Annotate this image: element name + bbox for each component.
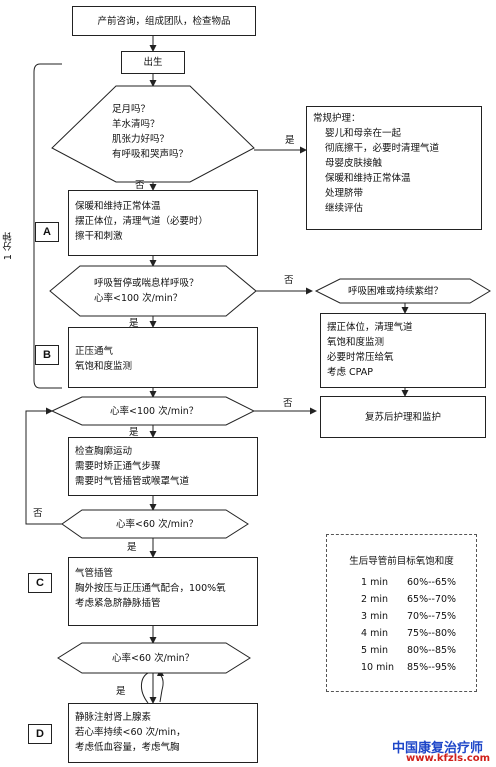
step-c-line: 考虑紧急脐静脉插管 — [75, 598, 161, 609]
step-a-line: 保暖和维持正常体温 — [75, 201, 161, 212]
step-d-line: 若心率持续<60 次/min， — [75, 727, 186, 738]
question5-shape — [57, 642, 251, 674]
spo2-range: 70%--75% — [407, 611, 457, 622]
question3-text: 心率<100 次/min？ — [110, 404, 198, 419]
step-c-line: 气管插管 — [75, 568, 114, 579]
right-action-line: 考虑 CPAP — [327, 367, 374, 378]
step-c-line: 胸外按压与正压通气配合，100%氧 — [75, 583, 226, 594]
question3-label: 心率<100 次/min？ — [110, 406, 199, 417]
check-line: 检查胸廓运动 — [75, 446, 133, 457]
q1-no-label: 否 — [135, 180, 145, 191]
spo2-time: 3 min — [361, 611, 388, 622]
step-letter-c: C — [28, 573, 52, 593]
q1-line: 肌张力好吗？ — [112, 134, 170, 145]
question4-text: 心率<60 次/min？ — [116, 517, 198, 532]
watermark-name: 中国康复治疗师 — [392, 741, 484, 756]
question2-text: 呼吸暂停或喘息样呼吸？ 心率<100 次/min？ — [94, 276, 199, 306]
routine-care-item: 继续评估 — [325, 203, 364, 214]
q4-yes-label: 是 — [127, 542, 137, 553]
q2-line: 心率<100 次/min？ — [94, 293, 183, 304]
step-b-box: 正压通气 氧饱和度监测 — [68, 327, 258, 388]
question-right-shape — [314, 278, 491, 304]
check-box: 检查胸廓运动 需要时矫正通气步骤 需要时气管插管或喉罩气道 — [68, 437, 258, 496]
spo2-range: 85%--95% — [407, 662, 457, 673]
routine-care-item: 彻底擦干，必要时清理气道 — [325, 143, 440, 154]
q4-no-label: 否 — [33, 508, 43, 519]
question-right-label: 呼吸困难或持续紫绀？ — [348, 286, 444, 297]
post-resus-box: 复苏后护理和监护 — [320, 396, 486, 438]
question2-shape — [49, 265, 257, 317]
spo2-row: 3 min 70%--75% — [327, 611, 476, 625]
spo2-row: 5 min 80%--85% — [327, 645, 476, 659]
step-d-line: 静脉注射肾上腺素 — [75, 712, 152, 723]
q2-yes-label: 是 — [129, 318, 139, 329]
step-a-box: 保暖和维持正常体温 摆正体位，清理气道（必要时） 擦干和刺激 — [68, 190, 258, 256]
one-minute-label: 1 分钟 — [3, 232, 14, 261]
step-letter-b: B — [35, 345, 59, 365]
spo2-range: 60%--65% — [407, 577, 457, 588]
q1-yes-label: 是 — [285, 135, 295, 146]
spo2-time: 1 min — [361, 577, 388, 588]
spo2-row: 4 min 75%--80% — [327, 628, 476, 642]
spo2-time: 5 min — [361, 645, 388, 656]
spo2-time: 2 min — [361, 594, 388, 605]
right-action-line: 必要时常压给氧 — [327, 352, 394, 363]
q3-no-label: 否 — [283, 398, 293, 409]
routine-care-box: 常规护理： 婴儿和母亲在一起 彻底擦干，必要时清理气道 母婴皮肤接触 保暖和维持… — [306, 106, 482, 230]
routine-care-item: 处理脐带 — [325, 188, 364, 199]
q3-yes-label: 是 — [129, 427, 139, 438]
step-a-line: 摆正体位，清理气道（必要时） — [75, 216, 209, 227]
spo2-range: 80%--85% — [407, 645, 457, 656]
question1-shape — [51, 85, 255, 183]
routine-care-title: 常规护理： — [313, 113, 361, 124]
q2-no-label: 否 — [284, 275, 294, 286]
spo2-range: 75%--80% — [407, 628, 457, 639]
spo2-table-title: 生后导管前目标氧饱和度 — [349, 556, 454, 567]
question1-text: 足月吗？ 羊水清吗？ 肌张力好吗？ 有呼吸和哭声吗？ — [112, 102, 188, 162]
q1-line: 羊水清吗？ — [112, 119, 160, 130]
loop-arrow — [141, 671, 164, 704]
post-resus-text: 复苏后护理和监护 — [364, 411, 441, 423]
step-b-line: 氧饱和度监测 — [75, 361, 133, 372]
spo2-row: 1 min 60%--65% — [327, 577, 476, 591]
question3-shape — [50, 396, 256, 426]
right-actions-box: 摆正体位，清理气道 氧饱和度监测 必要时常压给氧 考虑 CPAP — [320, 313, 486, 388]
spo2-range: 65%--70% — [407, 594, 457, 605]
birth-box: 出生 — [121, 51, 185, 74]
step-b-line: 正压通气 — [75, 346, 114, 357]
routine-care-item: 婴儿和母亲在一起 — [325, 128, 402, 139]
step-a-line: 擦干和刺激 — [75, 231, 123, 242]
prenatal-consult-text: 产前咨询，组成团队，检查物品 — [97, 15, 231, 27]
birth-text: 出生 — [143, 57, 163, 68]
step-letter-a: A — [35, 222, 59, 242]
one-minute-bracket — [33, 63, 62, 389]
prenatal-consult-box: 产前咨询，组成团队，检查物品 — [72, 6, 256, 36]
check-line: 需要时矫正通气步骤 — [75, 461, 161, 472]
routine-care-item: 母婴皮肤接触 — [325, 158, 383, 169]
step-c-box: 气管插管 胸外按压与正压通气配合，100%氧 考虑紧急脐静脉插管 — [68, 557, 258, 626]
question5-label: 心率<60 次/min？ — [112, 653, 195, 664]
question4-label: 心率<60 次/min？ — [116, 519, 199, 530]
q5-yes-label: 是 — [116, 686, 126, 697]
q1-line: 有呼吸和哭声吗？ — [112, 149, 189, 160]
spo2-time: 10 min — [361, 662, 395, 673]
q1-line: 足月吗？ — [112, 104, 151, 115]
spo2-target-table: 生后导管前目标氧饱和度 1 min 60%--65% 2 min 65%--70… — [326, 534, 477, 692]
check-line: 需要时气管插管或喉罩气道 — [75, 476, 190, 487]
step-d-line: 考虑低血容量，考虑气胸 — [75, 742, 180, 753]
spo2-row: 10 min 85%--95% — [327, 662, 476, 676]
step-d-box: 静脉注射肾上腺素 若心率持续<60 次/min， 考虑低血容量，考虑气胸 — [68, 703, 258, 763]
question4-shape — [61, 509, 249, 539]
question5-text: 心率<60 次/min？ — [112, 651, 194, 666]
watermark-url: www.kfzls.com — [406, 753, 491, 764]
right-action-line: 摆正体位，清理气道 — [327, 322, 413, 333]
q2-line: 呼吸暂停或喘息样呼吸？ — [94, 278, 199, 289]
spo2-row: 2 min 65%--70% — [327, 594, 476, 608]
routine-care-item: 保暖和维持正常体温 — [325, 173, 411, 184]
spo2-time: 4 min — [361, 628, 388, 639]
right-action-line: 氧饱和度监测 — [327, 337, 385, 348]
question-right-text: 呼吸困难或持续紫绀？ — [348, 284, 443, 299]
step-letter-d: D — [28, 724, 52, 744]
